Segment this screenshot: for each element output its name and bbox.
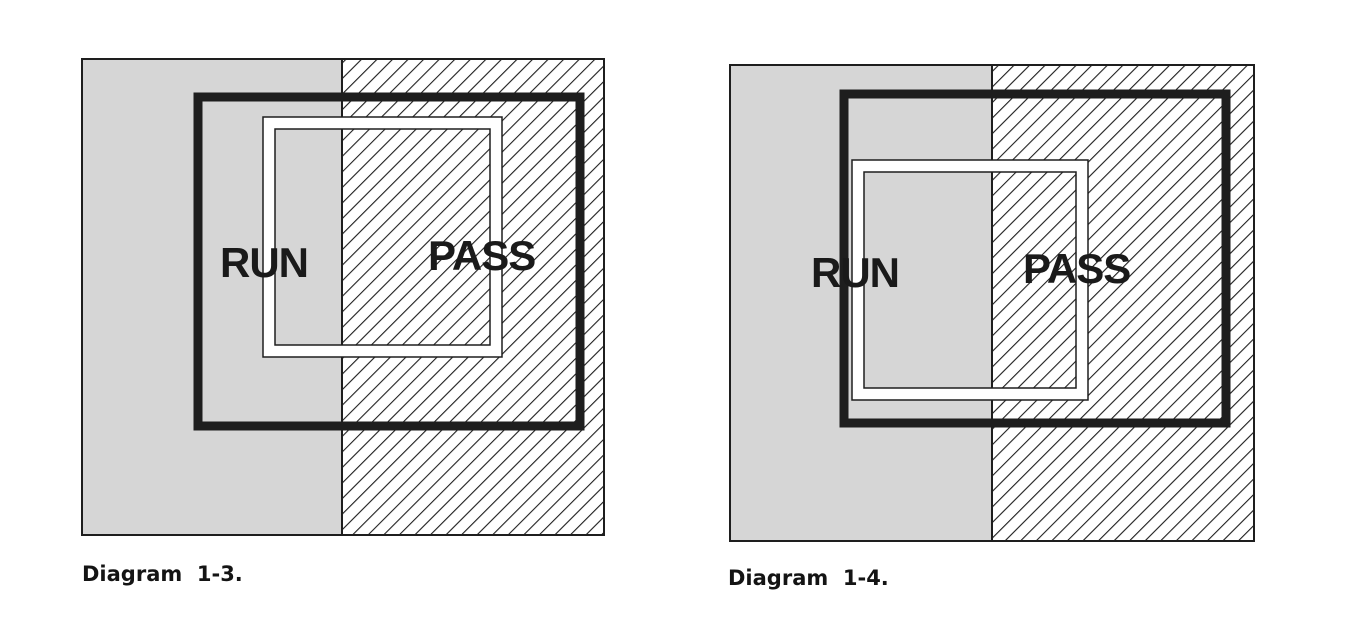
inner-frame-edge (851, 159, 1089, 401)
inner-frame-edge-inner (274, 128, 491, 346)
run-label: RUN (220, 239, 308, 286)
outer-frame (193, 92, 585, 431)
pass-label: PASS (428, 232, 535, 279)
pass-zone (342, 59, 604, 535)
diagram-1-4-figure: RUN PASS (729, 64, 1255, 542)
run-zone (82, 59, 342, 535)
diagram-1-3: RUN PASS Diagram 1-3. (81, 58, 605, 586)
pass-label: PASS (1023, 245, 1130, 292)
diagram-caption: Diagram 1-4. (728, 566, 889, 590)
inner-frame (263, 117, 502, 357)
diagram-1-3-figure: RUN PASS (81, 58, 605, 536)
diagram-caption: Diagram 1-3. (82, 562, 243, 586)
run-label: RUN (811, 249, 899, 296)
outer-frame (839, 89, 1231, 428)
diagram-1-4: RUN PASS Diagram 1-4. (674, 0, 1348, 640)
pass-zone (992, 65, 1254, 541)
inner-frame-edge (262, 116, 503, 358)
inner-frame (852, 160, 1088, 400)
inner-frame-edge-inner (863, 171, 1077, 389)
